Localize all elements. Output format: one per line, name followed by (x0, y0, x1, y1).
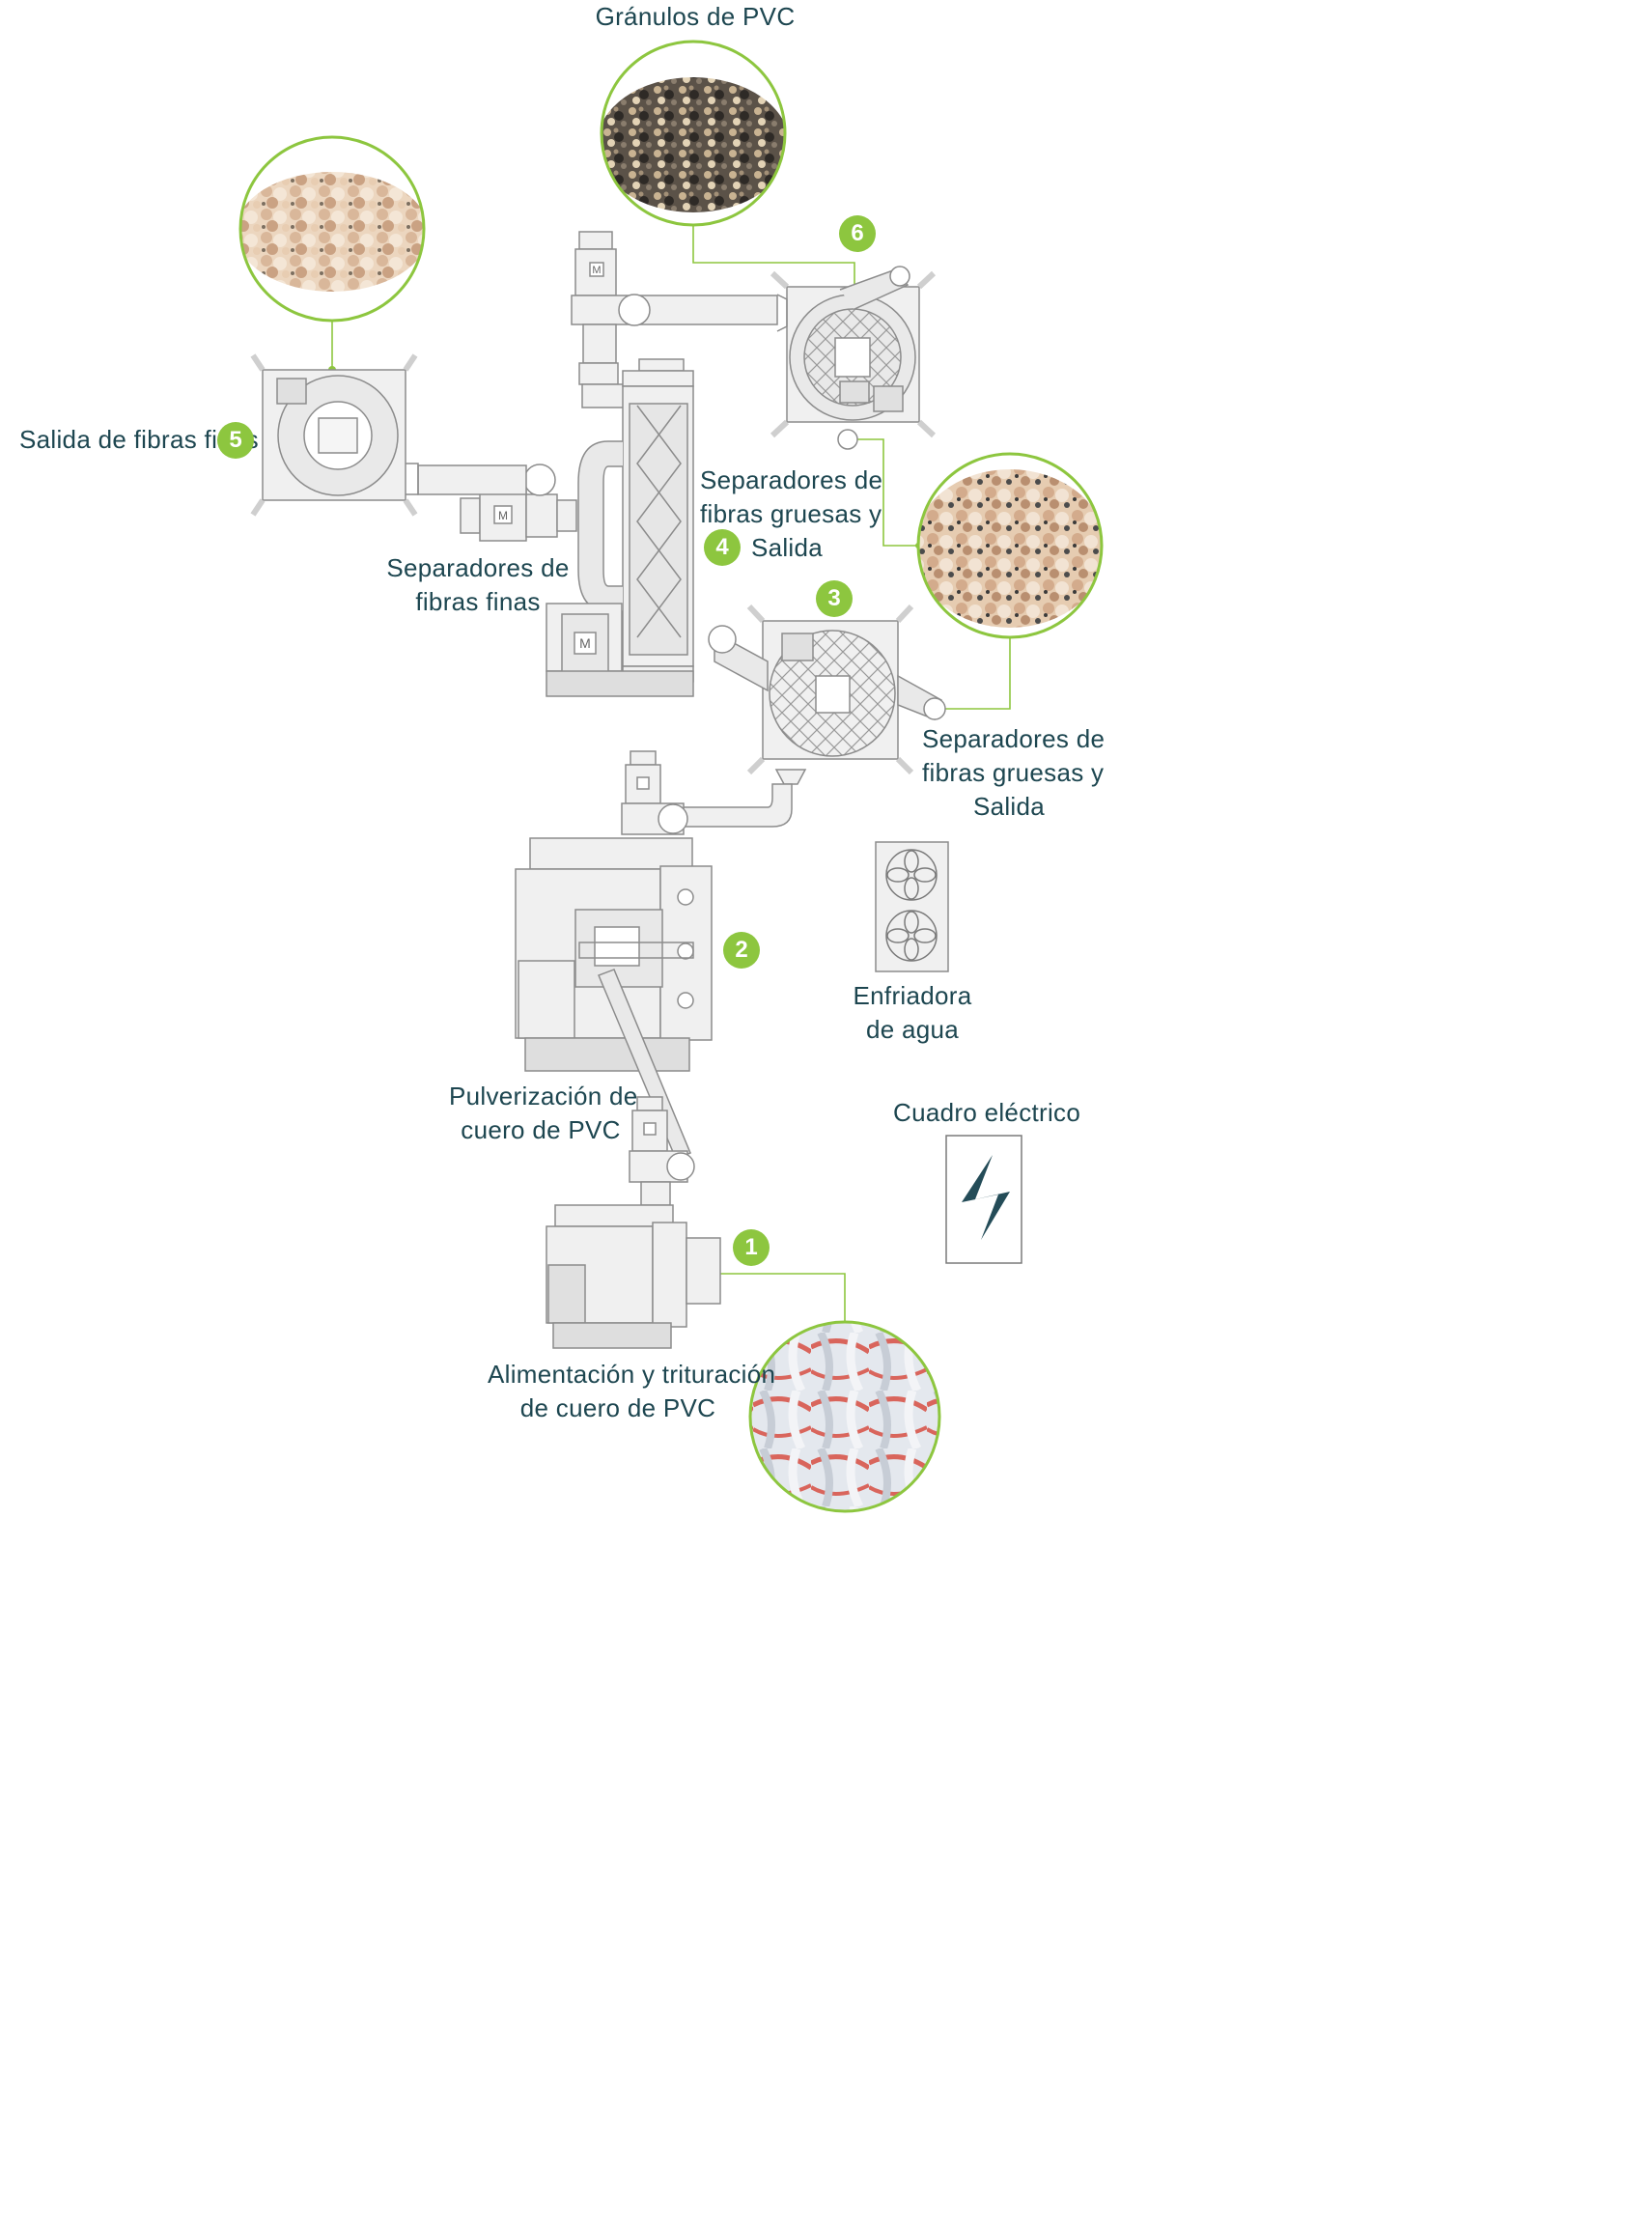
label-separadores-gruesas-top: Separadores de fibras gruesas y Salida (700, 465, 883, 562)
connector-feeder (703, 1273, 846, 1322)
label-cuadro-electrico: Cuadro eléctrico (893, 1098, 1081, 1127)
photo-pvc-strips (748, 1320, 941, 1513)
label-pulverizacion: Pulverización de cuero de PVC (449, 1082, 638, 1144)
step-badge-2: 2 (723, 932, 760, 969)
step-badge-1: 1 (733, 1229, 770, 1266)
pulverizer-2 (515, 837, 713, 1072)
shredder-1 (546, 1204, 721, 1349)
connector-coarse-top (848, 438, 918, 547)
svg-text:M: M (498, 509, 508, 522)
connector-granulos (692, 225, 855, 290)
lightning-icon (962, 1155, 1010, 1240)
label-separadores-gruesas-right: Separadores de fibras gruesas y Salida (922, 724, 1106, 821)
svg-text:M: M (579, 635, 591, 651)
separator-5 (250, 353, 419, 517)
electrical-panel (945, 1135, 1022, 1264)
motor-top: M (571, 231, 651, 408)
label-alimentacion-trituracion: Alimentación y trituración de cuero de P… (488, 1360, 776, 1422)
connector-coarse-right (935, 637, 1011, 710)
motor-column-base: M (546, 603, 694, 697)
label-enfriadora-agua: Enfriadora de agua (853, 981, 972, 1044)
separator-3 (708, 604, 946, 785)
motor-pulverizer (621, 750, 688, 835)
step-badge-5: 5 (217, 422, 254, 459)
fan-icon (885, 849, 938, 901)
photo-coarse-fibers (916, 452, 1104, 639)
photo-granulos (600, 40, 787, 227)
connector-lines (331, 225, 1011, 1322)
water-chiller (875, 841, 949, 972)
motor-fine-separator: M (417, 464, 577, 542)
label-granulos-pvc: Gránulos de PVC (595, 2, 796, 31)
step-badge-6: 6 (839, 215, 876, 252)
duct-sep3-pulverizer (680, 783, 793, 828)
motor-feeder (629, 1096, 695, 1206)
label-separadores-fibras-finas: Separadores de fibras finas (386, 553, 570, 616)
fan-icon (885, 910, 938, 962)
photo-fine-fibers (238, 135, 426, 323)
machines: M M (250, 231, 949, 1349)
separator-6 (770, 266, 937, 450)
step-badge-4: 4 (704, 529, 741, 566)
svg-text:M: M (592, 265, 601, 276)
duct-top (631, 295, 778, 325)
step-badge-3: 3 (816, 580, 853, 617)
label-salida-fibras-finas: Salida de fibras finas (19, 425, 259, 454)
